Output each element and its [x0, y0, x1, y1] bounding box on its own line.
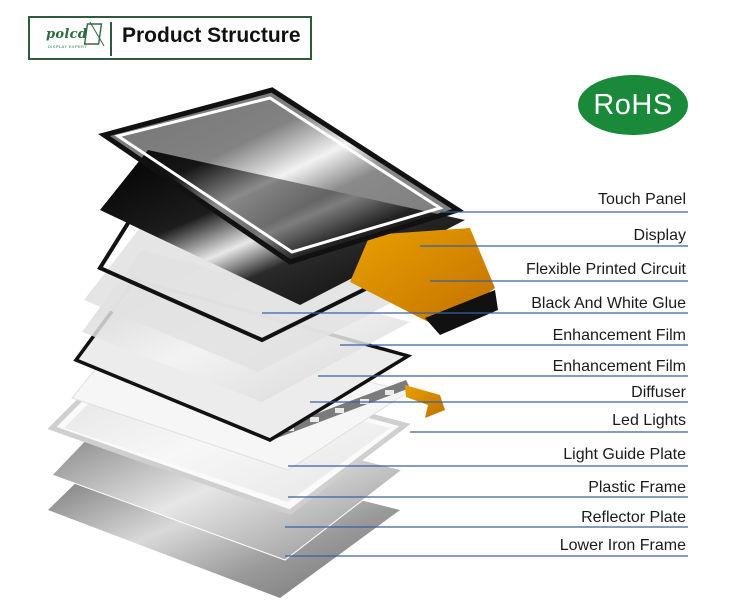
label-black-white-glue: Black And White Glue	[531, 295, 686, 312]
label-plastic-frame: Plastic Frame	[588, 479, 686, 496]
label-enhancement-film-1: Enhancement Film	[552, 327, 686, 344]
touch-panel-window	[114, 96, 444, 254]
logo-subtext: DISPLAY EXPERT	[48, 44, 88, 49]
layer-flexible-printed-circuit	[350, 228, 495, 328]
label-diffuser: Diffuser	[631, 384, 686, 401]
logo-mark-icon	[84, 21, 105, 47]
rohs-badge: RoHS	[578, 75, 688, 135]
layer-enhancement-film-1	[84, 220, 412, 372]
logo-text: polcd	[46, 27, 88, 42]
label-enhancement-film-2: Enhancement Film	[552, 358, 686, 375]
label-light-guide-plate: Light Guide Plate	[563, 446, 686, 463]
header-frame: polcd DISPLAY EXPERT Product Structure	[28, 16, 312, 60]
layer-touch-panel	[104, 90, 458, 262]
label-flexible-printed-circuit: Flexible Printed Circuit	[525, 261, 686, 278]
layer-touch-panel-border	[98, 87, 464, 265]
label-reflector-plate: Reflector Plate	[581, 509, 686, 526]
label-led-lights: Led Lights	[612, 412, 686, 429]
logo: polcd DISPLAY EXPERT	[36, 21, 112, 56]
leader-lines	[262, 211, 688, 557]
page-title: Product Structure	[122, 24, 301, 47]
label-lower-iron-frame: Lower Iron Frame	[559, 537, 686, 554]
label-touch-panel: Touch Panel	[597, 191, 686, 208]
label-display: Display	[633, 227, 686, 244]
